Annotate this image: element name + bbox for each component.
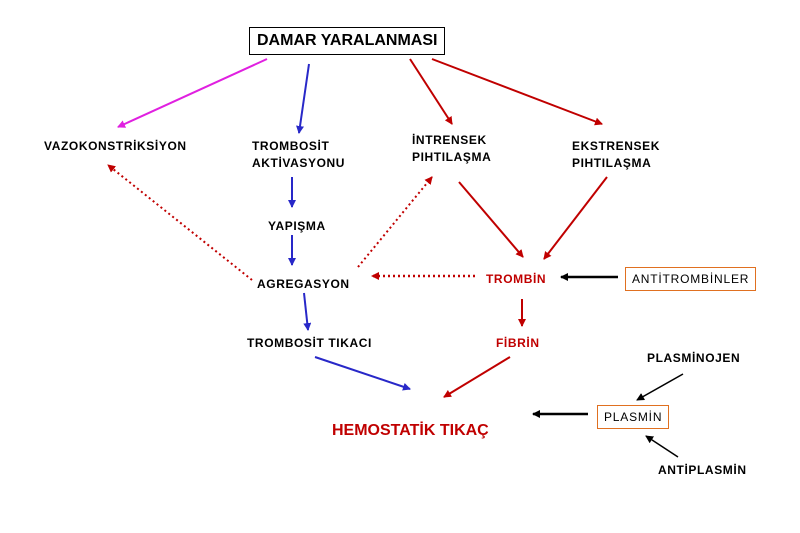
arrow-intrensek-to-trombin: [458, 181, 524, 258]
trombosit-aktivasyonu-label-line1: TROMBOSİT: [252, 139, 330, 153]
arrow-damar-to-trombosit-aktivasyonu: [296, 63, 310, 134]
agregasyon-label: AGREGASYON: [257, 277, 350, 291]
plasmin-box: PLASMİN: [597, 405, 670, 429]
arrow-ekstrensek-to-trombin: [543, 176, 608, 260]
arrow-damar-to-ekstrensek: [431, 58, 603, 126]
vazokonstriksiyon-label: VAZOKONSTRİKSİYON: [44, 139, 187, 153]
arrow-antiplasmin-to-plasmin: [645, 435, 679, 458]
trombosit-tikaci-label: TROMBOSİT TIKACI: [247, 336, 372, 350]
antitrombinler-box: ANTİTROMBİNLER: [625, 267, 757, 291]
antiplasmin-label: ANTİPLASMİN: [658, 463, 747, 477]
trombosit-aktivasyonu-label-line2: AKTİVASYONU: [252, 156, 346, 170]
plasminojen-label: PLASMİNOJEN: [647, 351, 741, 365]
intrensek-label-line2: PIHTILAŞMA: [412, 150, 492, 164]
intrensek-label-line1: İNTRENSEK: [412, 133, 487, 147]
fibrin-label: FİBRİN: [496, 336, 540, 350]
dotted-agregasyon-to-vazokonstriksiyon: [107, 164, 253, 281]
arrow-damar-to-vazokonstriksiyon: [117, 58, 268, 128]
hemostatik-tikac-label: HEMOSTATİK TIKAÇ: [332, 422, 489, 439]
arrow-fibrin-to-hemostatik: [443, 356, 511, 398]
arrow-plasminojen-to-plasmin: [636, 373, 684, 401]
damar-yaralanmasi-node: DAMAR YARALANMASI: [249, 27, 446, 55]
yapisma-label: YAPIŞMA: [268, 219, 326, 233]
arrow-agregasyon-to-trombosit-tikaci: [303, 292, 312, 331]
ekstrensek-label-line2: PIHTILAŞMA: [572, 156, 652, 170]
arrow-damar-to-intrensek: [409, 58, 453, 125]
dotted-agregasyon-to-intrensek: [357, 176, 433, 268]
trombin-label: TROMBİN: [486, 272, 547, 286]
ekstrensek-label-line1: EKSTRENSEK: [572, 139, 661, 153]
arrow-trombosit-tikaci-to-hemostatik: [314, 356, 411, 391]
